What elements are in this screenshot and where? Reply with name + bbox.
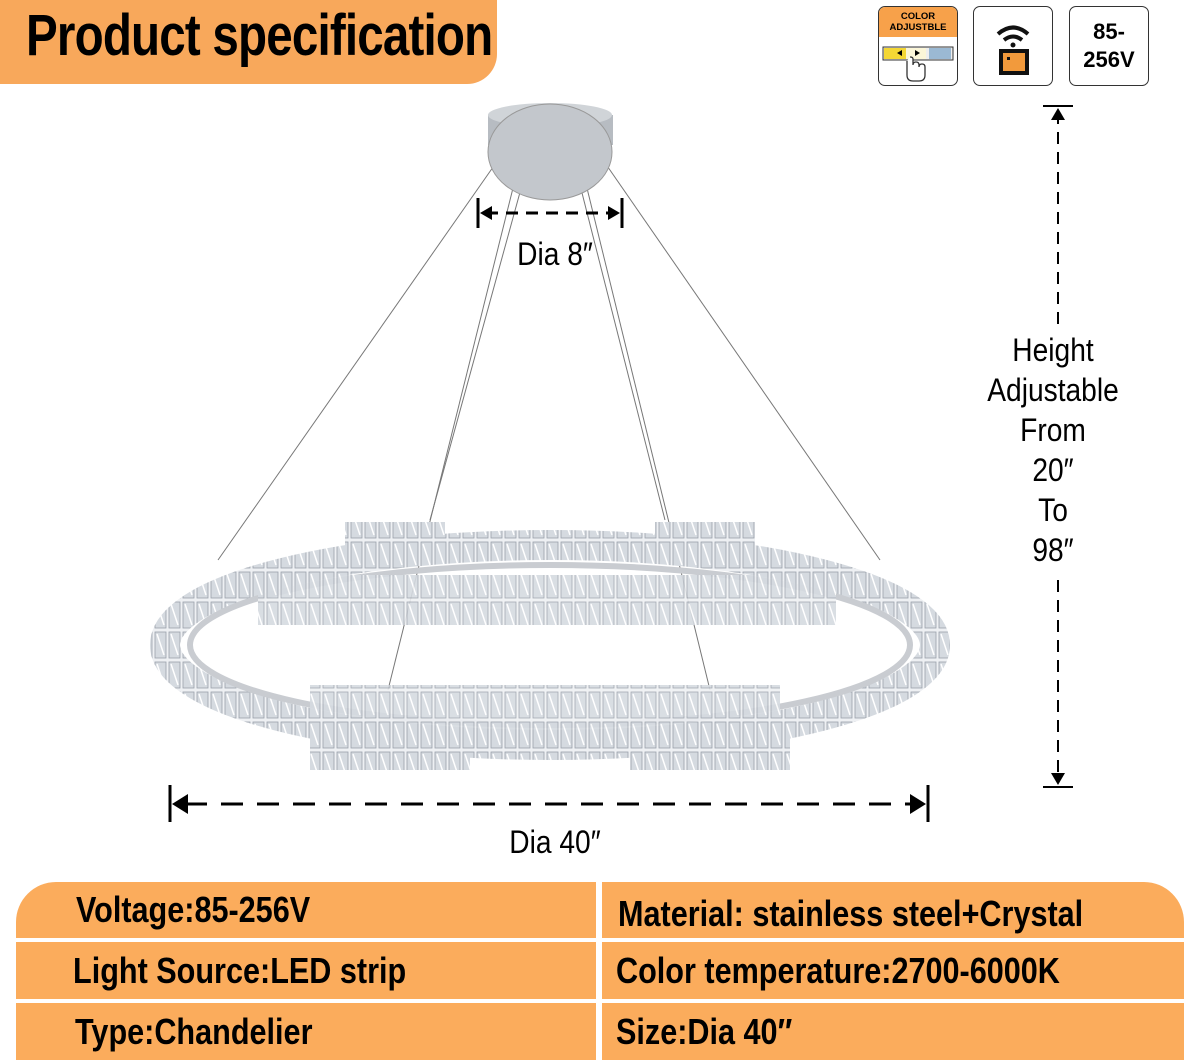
ring-diameter-label: Dia 40″ — [509, 824, 601, 860]
color-adjustable-badge: COLOR ADJUSTBLE — [878, 6, 958, 86]
ceiling-canopy — [487, 103, 613, 201]
ring-dimension-line — [168, 785, 930, 822]
voltage-badge: 85- 256V — [1069, 6, 1149, 86]
spec-cell: Color temperature:2700-6000K — [602, 942, 1184, 999]
remote-control-badge — [973, 6, 1053, 86]
voltage-badge-line1: 85- — [1093, 19, 1125, 44]
crystal-ring — [150, 522, 950, 770]
spec-cell: Type:Chandelier — [16, 1003, 596, 1060]
color-adjustable-label: COLOR ADJUSTBLE — [879, 7, 957, 37]
height-line: To — [1038, 492, 1068, 528]
spec-cell: Voltage:85-256V — [16, 882, 596, 938]
chandelier-illustration — [150, 103, 1073, 822]
canopy-diameter-label: Dia 8″ — [517, 236, 593, 272]
spec-cell: Light Source:LED strip — [16, 942, 596, 999]
color-adjust-icon — [882, 46, 954, 82]
height-dimension-line — [1043, 105, 1073, 788]
voltage-badge-line2: 256V — [1083, 47, 1135, 72]
height-line: Adjustable — [987, 372, 1119, 408]
spec-table: Voltage:85-256V Material: stainless stee… — [16, 882, 1184, 1060]
canopy-dimension-line — [476, 198, 624, 228]
height-line: From — [1020, 412, 1086, 448]
height-line: 20″ — [1032, 452, 1074, 488]
height-line: 98″ — [1032, 532, 1074, 568]
page-title: Product specification — [26, 3, 493, 68]
remote-control-icon — [996, 25, 1030, 75]
spec-cell: Material: stainless steel+Crystal — [602, 882, 1184, 938]
suspension-wires — [217, 159, 881, 691]
spec-cell: Size:Dia 40″ — [602, 1003, 1184, 1060]
height-line: Height — [1012, 332, 1094, 368]
title-banner: Product specification — [0, 0, 497, 84]
